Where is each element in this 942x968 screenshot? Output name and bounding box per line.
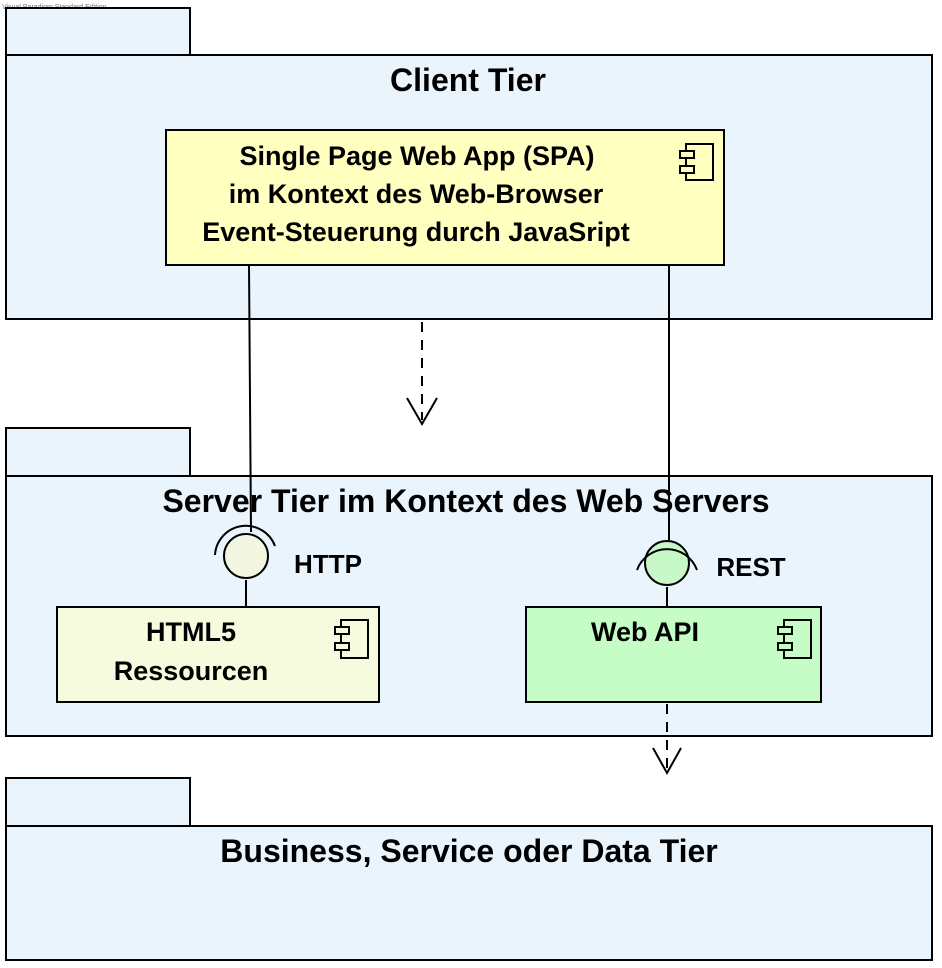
provided-interface-lollipop [644, 540, 690, 586]
component-icon [334, 619, 369, 659]
component-name-line-1: Web API [591, 617, 699, 647]
package-tab [5, 7, 191, 56]
component-box [525, 606, 822, 703]
package-title: Business, Service oder Data Tier [220, 833, 717, 869]
interface-label: HTTP [294, 549, 362, 579]
component-box [56, 606, 380, 703]
interface-http[interactable]: HTTP [223, 533, 362, 607]
package-tab [5, 427, 191, 477]
open-arrowhead [406, 397, 438, 427]
assembly-line [248, 264, 252, 533]
provided-interface-lollipop [223, 533, 269, 579]
component-spa[interactable]: Single Page Web App (SPA) im Kontext des… [165, 129, 725, 266]
package-title: Server Tier im Kontext des Web Servers [162, 483, 769, 519]
package-business-tier[interactable]: Business, Service oder Data Tier [5, 777, 933, 961]
component-web-api[interactable]: Web API [525, 606, 822, 703]
interface-label: REST [716, 552, 785, 582]
component-name-line-1: Single Page Web App (SPA) [239, 141, 594, 171]
component-html5-ressourcen[interactable]: HTML5 Ressourcen [56, 606, 380, 703]
component-box [165, 129, 725, 266]
dependency-webapi-to-business[interactable] [652, 704, 682, 776]
component-icon [679, 143, 714, 181]
component-name-line-2: Ressourcen [114, 656, 269, 686]
dependency-client-to-server[interactable] [406, 322, 438, 427]
connector-spa-to-rest[interactable] [636, 265, 698, 571]
component-name-line-3: Event-Steuerung durch JavaSript [202, 217, 630, 247]
required-interface-socket [636, 548, 698, 571]
required-interface-socket [214, 524, 276, 556]
open-arrowhead [652, 747, 682, 776]
package-title: Client Tier [390, 62, 546, 98]
component-icon [777, 619, 812, 659]
component-name-line-2: im Kontext des Web-Browser [229, 179, 604, 209]
component-name-line-1: HTML5 [146, 617, 236, 647]
package-tab [5, 777, 191, 827]
connector-spa-to-http[interactable] [214, 264, 276, 556]
package-body [5, 825, 933, 961]
